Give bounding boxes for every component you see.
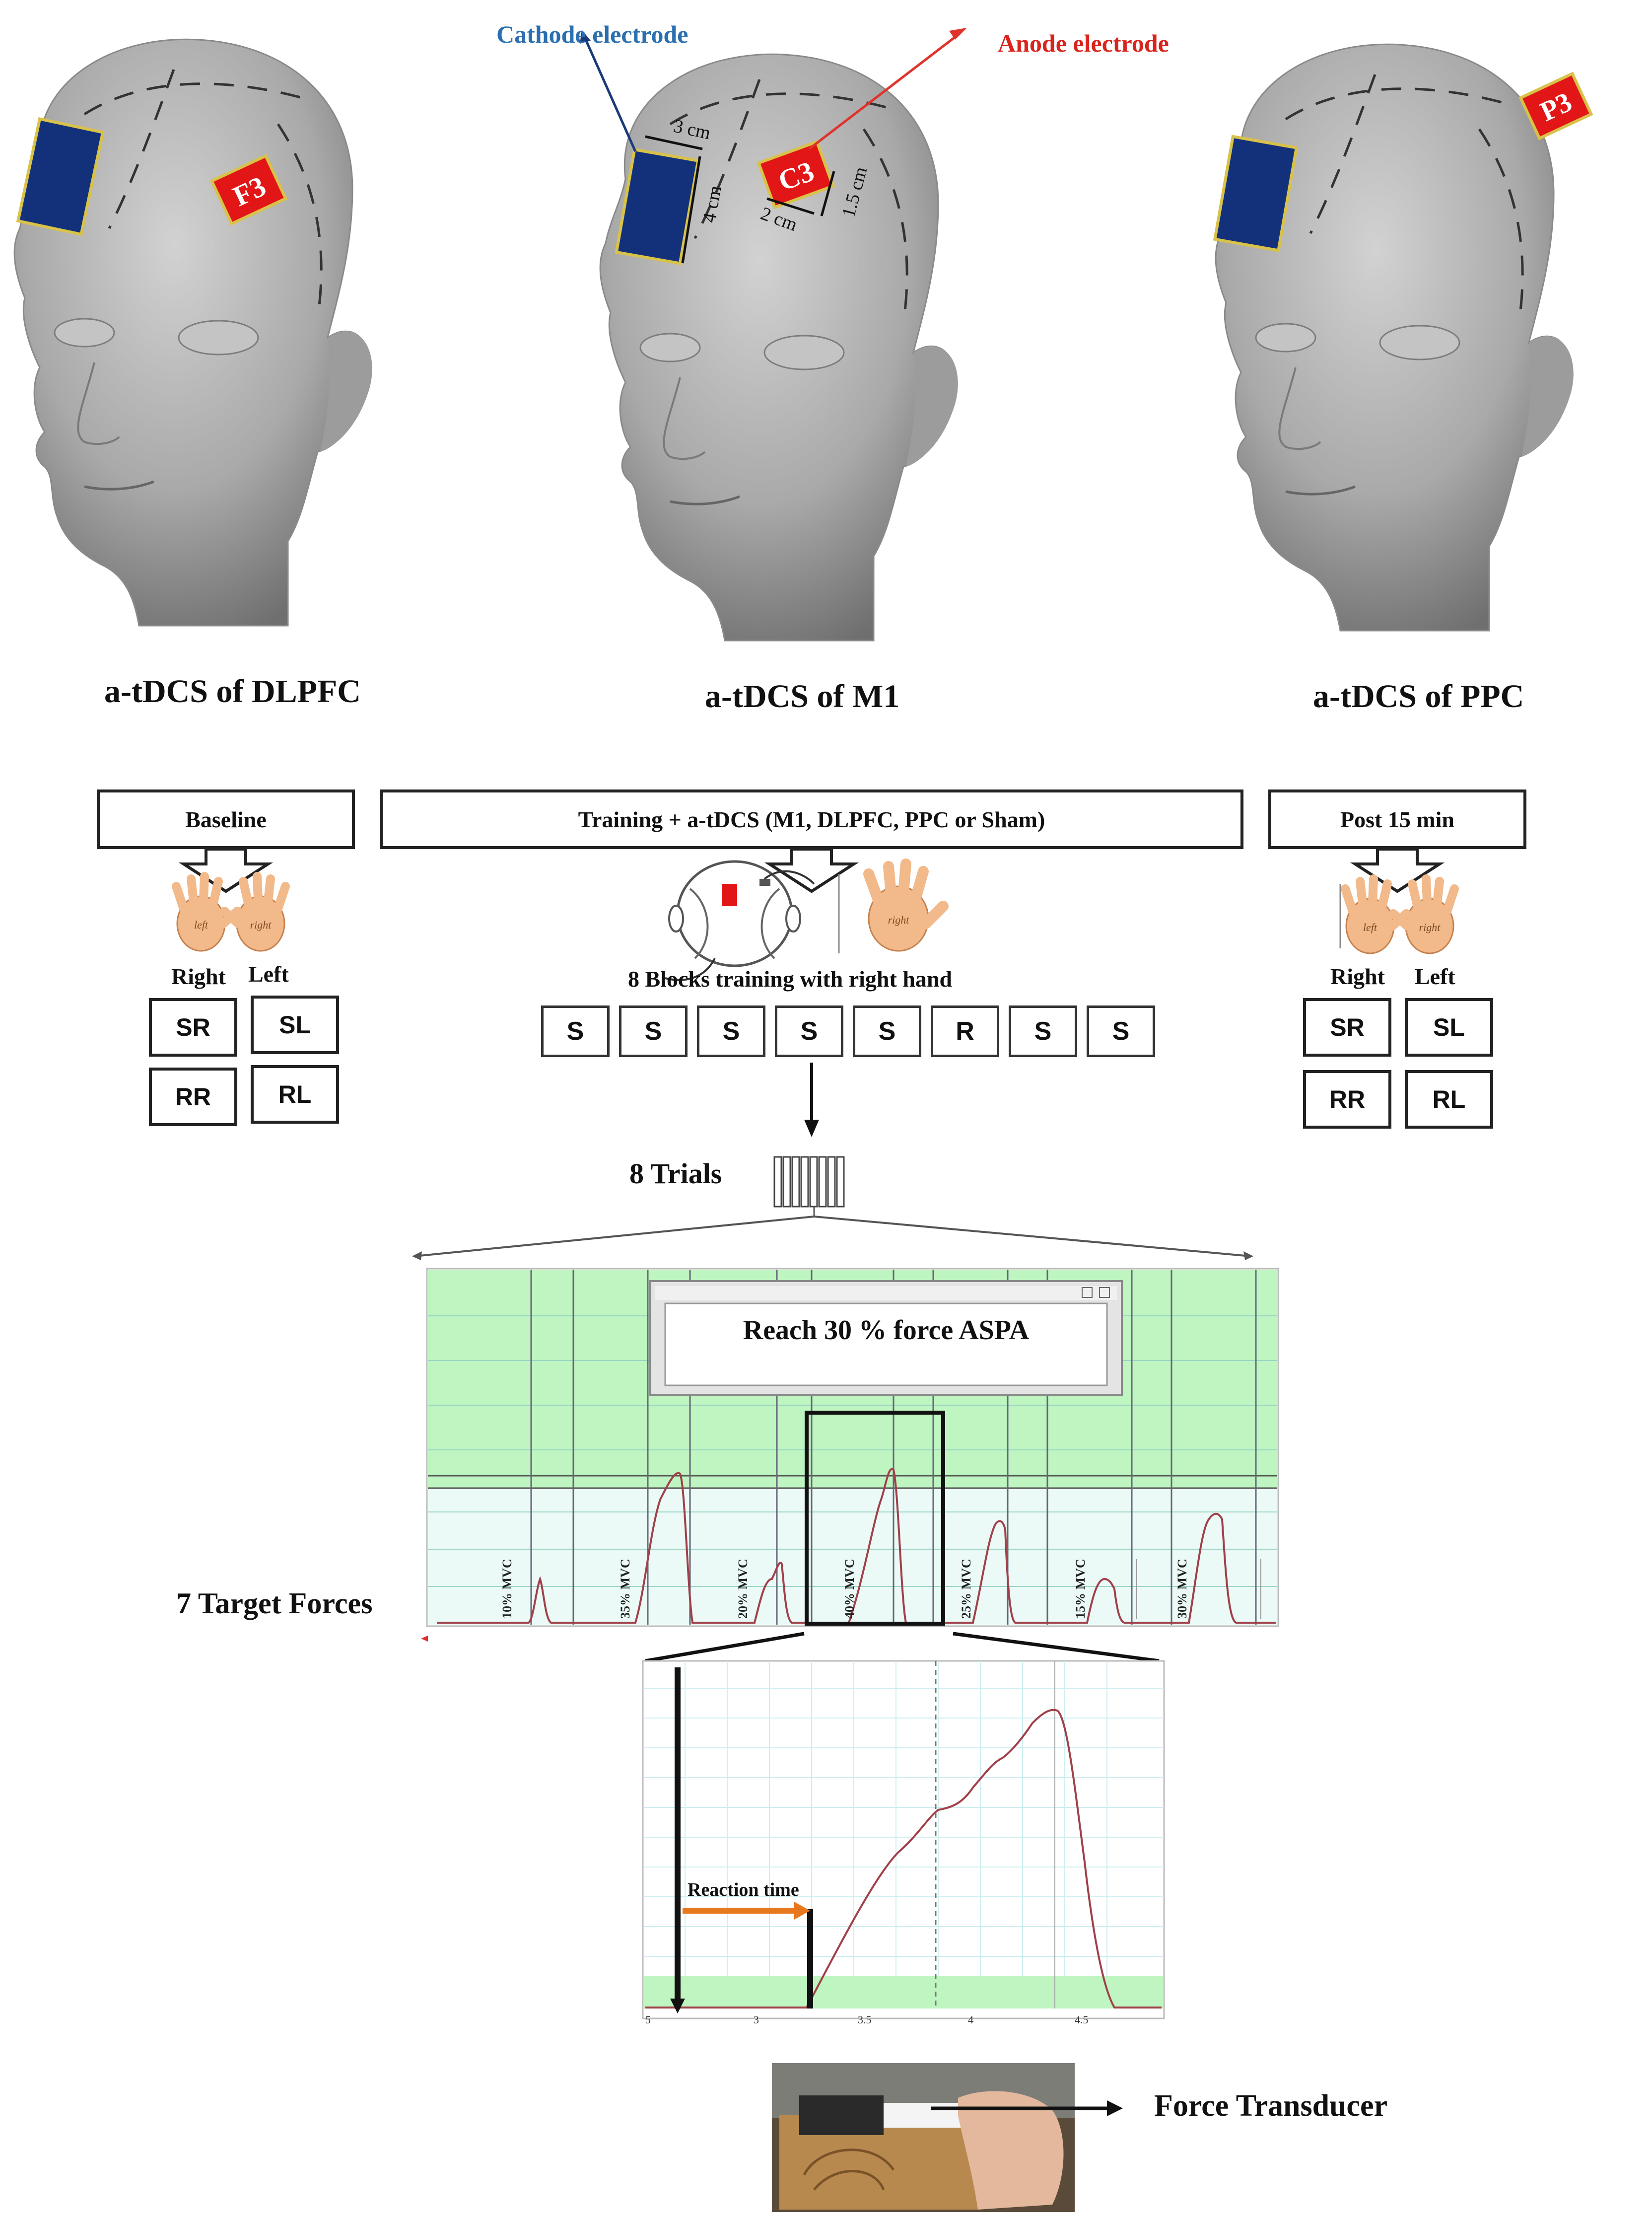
mvc-label-1: 10% MVC	[500, 1559, 514, 1619]
force-transducer-photo	[772, 2063, 1075, 2212]
heads-illustration: F3 C3 3 cm 4 cm 2 cm 1.5 cm	[0, 0, 1652, 745]
post-cell-rr: RR	[1303, 1070, 1391, 1129]
target-forces-label: 7 Target Forces	[176, 1586, 372, 1621]
post-left-label: Left	[1415, 963, 1455, 990]
training-block-5: S	[853, 1005, 921, 1057]
baseline-left-label: Left	[248, 961, 289, 987]
caption-ppc: a-tDCS of PPC	[1313, 678, 1524, 716]
prompt-text: Reach 30 % force ASPA	[743, 1315, 1030, 1346]
head-dlpfc: F3	[14, 39, 372, 626]
axis-marker	[421, 1636, 428, 1642]
training-block-4: S	[775, 1005, 843, 1057]
training-block-3: S	[697, 1005, 765, 1057]
x-tick-5: 4.5	[1075, 2013, 1089, 2026]
training-block-2: S	[619, 1005, 688, 1057]
svg-text:left: left	[194, 919, 208, 931]
baseline-cell-rr: RR	[149, 1068, 237, 1126]
post-cell-sl: SL	[1405, 998, 1493, 1057]
x-tick-1: 5	[645, 2013, 651, 2026]
protocol-graphics: left right left right right	[0, 844, 1652, 1162]
svg-text:right: right	[1419, 921, 1441, 933]
post-cell-rl: RL	[1405, 1070, 1493, 1129]
x-tick-4: 4	[968, 2013, 973, 2026]
caption-dlpfc: a-tDCS of DLPFC	[104, 673, 361, 711]
mvc-label-6: 15% MVC	[1073, 1559, 1088, 1619]
svg-text:left: left	[1363, 921, 1377, 933]
mvc-label-4: 40% MVC	[842, 1559, 857, 1619]
right-hand-icon: right	[869, 864, 943, 951]
caption-m1: a-tDCS of M1	[705, 678, 899, 716]
x-tick-3: 3.5	[858, 2013, 872, 2026]
training-block-7: S	[1009, 1005, 1077, 1057]
trials-icon	[774, 1157, 844, 1217]
post-right-label: Right	[1330, 963, 1385, 990]
mvc-label-5: 25% MVC	[959, 1559, 973, 1619]
training-block-8: S	[1087, 1005, 1155, 1057]
prompt-window: Reach 30 % force ASPA	[650, 1281, 1122, 1395]
svg-text:right: right	[250, 919, 272, 931]
training-caption: 8 Blocks training with right hand	[628, 966, 952, 992]
force-plots: 10% MVC 35% MVC 20% MVC 40% MVC 25% MVC …	[0, 1142, 1652, 2224]
force-transducer-label: Force Transducer	[1154, 2088, 1387, 2124]
mvc-label-2: 35% MVC	[618, 1559, 632, 1619]
baseline-box: Baseline	[97, 789, 355, 849]
cathode-label: Cathode electrode	[496, 20, 688, 49]
head-m1: C3 3 cm 4 cm 2 cm 1.5 cm	[580, 28, 967, 641]
x-tick-2: 3	[754, 2013, 759, 2026]
reaction-time-label: Reaction time	[688, 1879, 799, 1900]
svg-text:right: right	[888, 914, 910, 926]
head-ppc: P3	[1215, 44, 1591, 631]
mvc-label-3: 20% MVC	[736, 1559, 750, 1619]
mvc-label-7: 30% MVC	[1175, 1559, 1189, 1619]
post-cell-sr: SR	[1303, 998, 1391, 1057]
training-block-6: R	[931, 1005, 999, 1057]
baseline-cell-sl: SL	[251, 996, 339, 1054]
anode-label: Anode electrode	[998, 29, 1169, 58]
baseline-cell-sr: SR	[149, 998, 237, 1057]
training-block-1: S	[541, 1005, 610, 1057]
training-box: Training + a-tDCS (M1, DLPFC, PPC or Sha…	[380, 789, 1243, 849]
post-box: Post 15 min	[1268, 789, 1526, 849]
zoom-plot: Reaction time 5 3 3.5 4 4.5	[643, 1661, 1164, 2026]
baseline-cell-rl: RL	[251, 1065, 339, 1124]
baseline-right-label: Right	[171, 963, 226, 990]
